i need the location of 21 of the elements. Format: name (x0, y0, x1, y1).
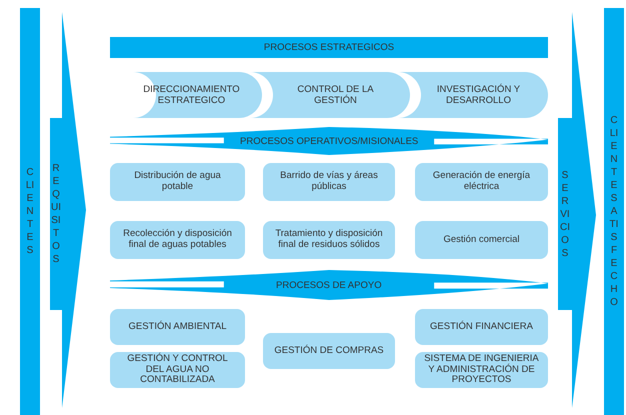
process-box: SISTEMA DE INGENIERIA Y ADMINISTRACIÓN DE PROYECTOS (415, 352, 548, 388)
process-box: GESTIÓN DE COMPRAS (263, 333, 395, 369)
process-box: Recolección y disposición final de aguas potables (110, 221, 245, 259)
process-title: CONTROL DE LA GESTIÓN (296, 84, 375, 106)
process-box: Tratamiento y disposición final de residuos sólidos (263, 221, 395, 259)
section-header-bar: PROCESOS ESTRATEGICOS (110, 37, 548, 58)
process-box: Generación de energía eléctrica (415, 163, 548, 201)
process-box: GESTIÓN AMBIENTAL (110, 309, 245, 345)
process-box: Distribución de agua potable (110, 163, 245, 201)
process-box: GESTIÓN Y CONTROL DEL AGUA NO CONTABILIZADA (110, 352, 245, 388)
vertical-label: SERVICIOS (559, 168, 571, 260)
process-title: INVESTIGACIÓN Y DESARROLLO (436, 84, 522, 106)
process-box: Barrido de vías y áreas públicas (263, 163, 395, 201)
process-title: DIRECCIONAMIENTO ESTRATEGICO (142, 84, 241, 106)
process-box: Gestión comercial (415, 221, 548, 259)
band-title: PROCESOS DE APOYO (276, 280, 382, 290)
process-box: GESTIÓN FINANCIERA (415, 309, 548, 345)
vertical-label: CLIENTES (24, 166, 36, 257)
band-title: PROCESOS OPERATIVOS/MISIONALES (240, 136, 418, 146)
vertical-label: REQUISITOS (50, 162, 62, 266)
vertical-label: CLIENTE SATISFECHO (608, 114, 620, 309)
